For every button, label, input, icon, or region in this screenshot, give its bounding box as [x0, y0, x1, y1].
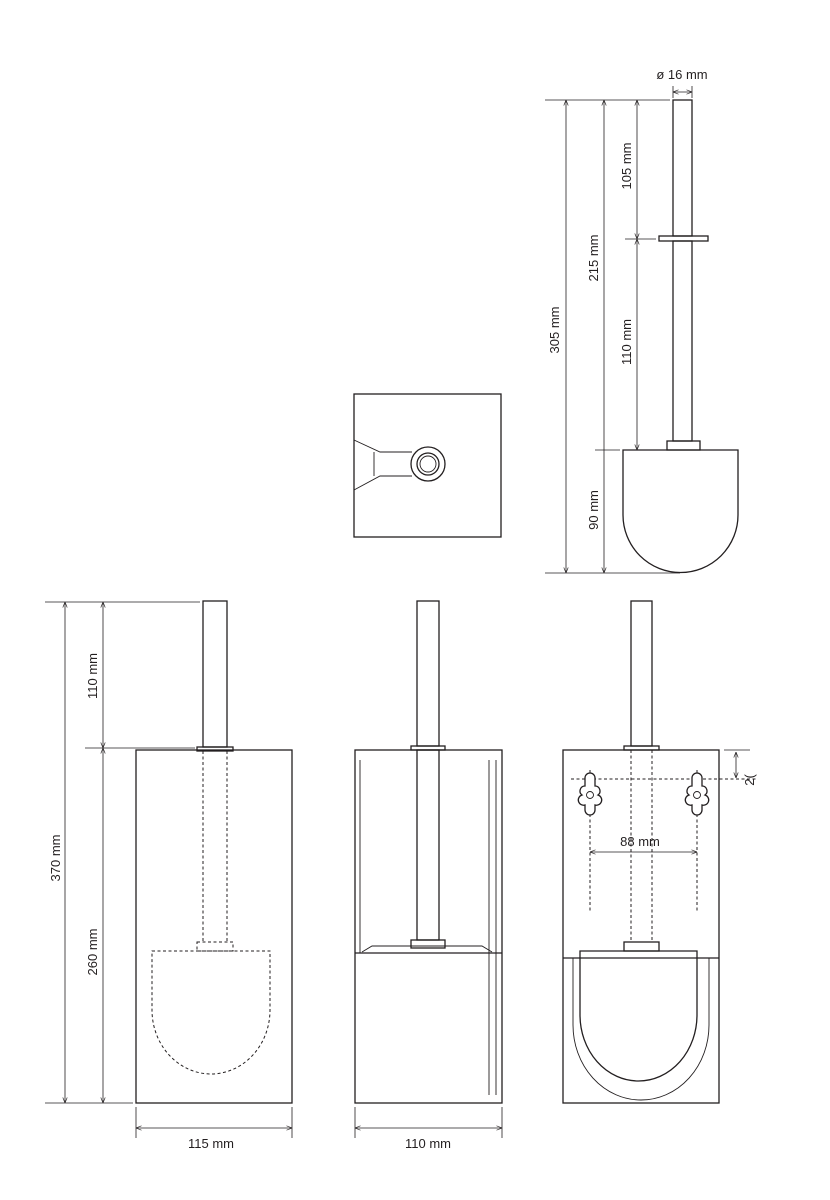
- brush-head: [622, 449, 739, 574]
- handle-protrusion-label: 110 mm: [85, 653, 100, 699]
- side-brush-top-edge: [361, 945, 493, 953]
- side-handle-base: [410, 939, 446, 949]
- side-view: 110 mm: [354, 600, 503, 1151]
- side-holder-body: [354, 749, 503, 1104]
- top-view-outline: [353, 393, 502, 538]
- rear-brush-head: [579, 950, 698, 1082]
- handle-top-segment-label: 105 mm: [619, 143, 634, 190]
- rear-holder-body: [562, 749, 720, 1104]
- overall-height-label: 370 mm: [48, 835, 63, 882]
- diameter-label: ø 16 mm: [656, 67, 707, 82]
- top-view-handle-outer-ring: [410, 446, 446, 482]
- side-handle-upper: [416, 600, 440, 747]
- top-view-holder-edge-lower: [353, 475, 412, 491]
- top-view-handle-core: [419, 455, 437, 473]
- mount-offset-label: 2(: [742, 774, 757, 786]
- side-width-label: 110 mm: [405, 1136, 451, 1151]
- holder-height-label: 260 mm: [85, 929, 100, 976]
- handle-lower-segment-label: 110 mm: [619, 319, 634, 365]
- top-view-handle-inner-ring: [416, 452, 440, 476]
- brush-handle-lower: [672, 240, 693, 442]
- mount-spacing-label: 88 mm: [620, 834, 660, 849]
- rear-handle-base: [623, 941, 660, 952]
- brush-collar: [658, 235, 709, 242]
- front-hidden-handle-base: [196, 941, 234, 952]
- front-holder-body: [135, 749, 293, 1104]
- front-handle: [202, 600, 228, 748]
- brush-handle-upper: [672, 99, 693, 237]
- top-view-holder-edge-upper: [353, 439, 412, 453]
- brush-handle-length-label: 215 mm: [586, 235, 601, 282]
- front-collar: [196, 746, 234, 752]
- brush-head-height-label: 90 mm: [586, 490, 601, 530]
- rear-handle: [630, 600, 653, 747]
- brush-view: ø 16 mm 305 mm 215 mm 90 mm 105 mm 110 m…: [545, 67, 739, 574]
- brush-handle-base: [666, 440, 701, 451]
- front-hidden-brush-head: [151, 950, 271, 1075]
- keyhole-left-icon: [577, 772, 603, 816]
- front-width-label: 115 mm: [188, 1136, 234, 1151]
- top-view: [353, 393, 502, 538]
- brush-total-height-label: 305 mm: [547, 307, 562, 354]
- rear-view: 88 mm 2(: [562, 600, 758, 1104]
- front-view: 370 mm 110 mm 260 mm 115 mm: [45, 600, 293, 1151]
- rear-inner-cup: [572, 958, 710, 1101]
- side-handle-lower: [416, 749, 440, 941]
- keyhole-right-icon: [684, 772, 710, 816]
